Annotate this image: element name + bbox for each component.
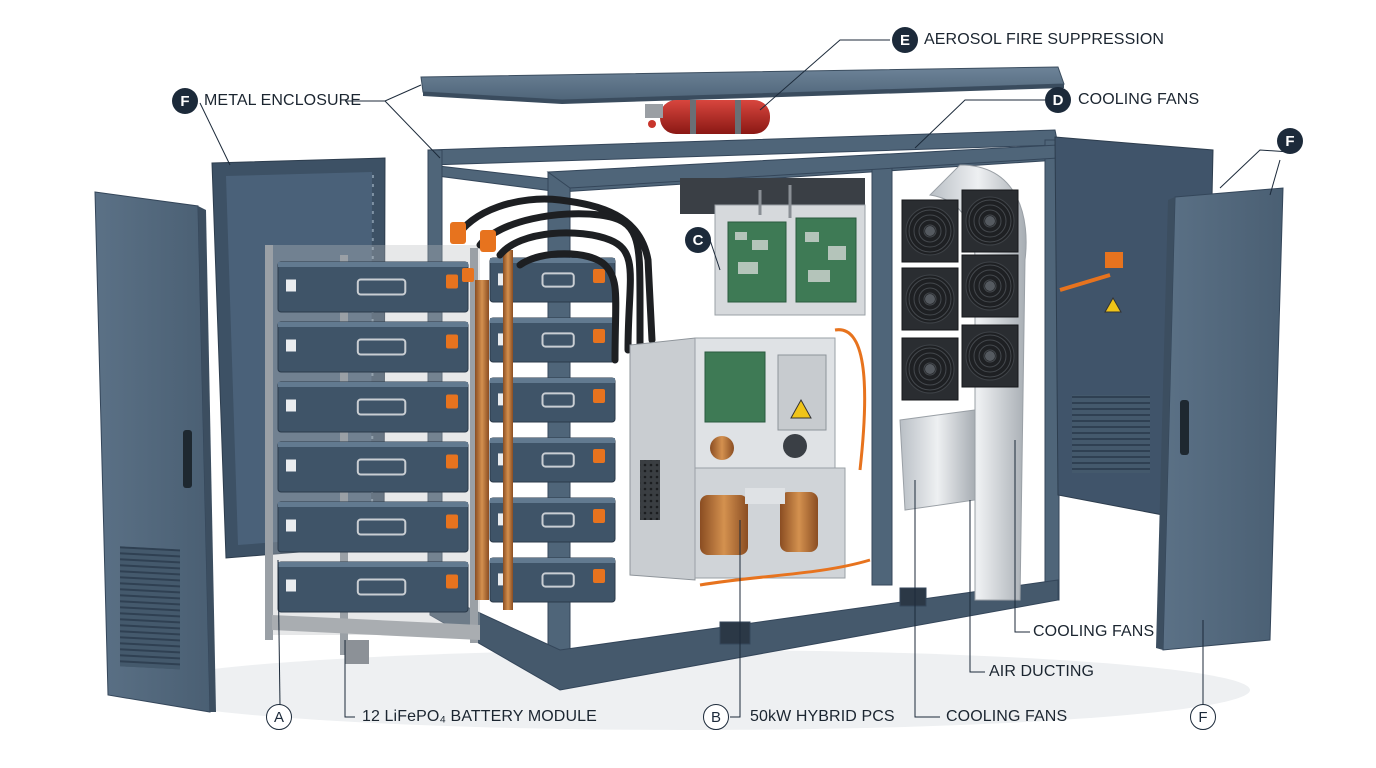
cooling-fan-6 xyxy=(961,324,1019,388)
cooling-fan-4 xyxy=(961,254,1019,318)
roof-panel xyxy=(420,66,1065,104)
label-b-badge: B xyxy=(703,704,729,730)
label-c-badge: C xyxy=(685,227,711,253)
label-battery-module: 12 LiFePO₄ BATTERY MODULE xyxy=(362,708,597,725)
cooling-fan-array xyxy=(901,189,1019,401)
leader-lines xyxy=(199,39,1291,718)
battery-module-rear-6 xyxy=(489,557,616,603)
busbars xyxy=(475,250,513,610)
left-front-door xyxy=(94,191,216,713)
label-cooling-fans-bottom: COOLING FANS xyxy=(946,708,1068,725)
label-d-badge: D xyxy=(1045,87,1071,113)
battery-modules-rear xyxy=(489,257,616,603)
label-f-badge-bottom: F xyxy=(1190,704,1216,730)
label-air-ducting: AIR DUCTING xyxy=(989,663,1095,680)
label-cooling-fans-top: COOLING FANS xyxy=(1078,91,1200,108)
label-aerosol-fire-suppression: AEROSOL FIRE SUPPRESSION xyxy=(924,31,1165,48)
power-cables xyxy=(451,195,656,364)
battery-module-front-6 xyxy=(277,561,469,613)
label-e-badge: E xyxy=(892,27,918,53)
label-a-badge: A xyxy=(266,704,292,730)
cooling-fan-1 xyxy=(901,199,959,263)
label-cooling-fans-mid: COOLING FANS xyxy=(1033,623,1155,640)
label-f-badge-right: F xyxy=(1277,128,1303,154)
cooling-fan-3 xyxy=(901,267,959,331)
aerosol-cylinder xyxy=(645,100,770,134)
battery-modules-front xyxy=(277,261,469,613)
battery-module-front-3 xyxy=(277,381,469,433)
battery-module-front-4 xyxy=(277,441,469,493)
battery-module-rear-1 xyxy=(489,257,616,303)
label-f-badge-left: F xyxy=(172,88,198,114)
cooling-fan-2 xyxy=(961,189,1019,253)
battery-module-front-1 xyxy=(277,261,469,313)
cooling-fan-5 xyxy=(901,337,959,401)
battery-module-rear-4 xyxy=(489,437,616,483)
label-hybrid-pcs: 50kW HYBRID PCS xyxy=(750,708,895,725)
pcs-unit xyxy=(629,328,871,587)
right-front-door xyxy=(1156,187,1284,651)
label-metal-enclosure: METAL ENCLOSURE xyxy=(204,92,362,109)
battery-module-rear-5 xyxy=(489,497,616,543)
battery-module-front-2 xyxy=(277,321,469,373)
control-boards xyxy=(680,178,866,316)
battery-module-front-5 xyxy=(277,501,469,553)
